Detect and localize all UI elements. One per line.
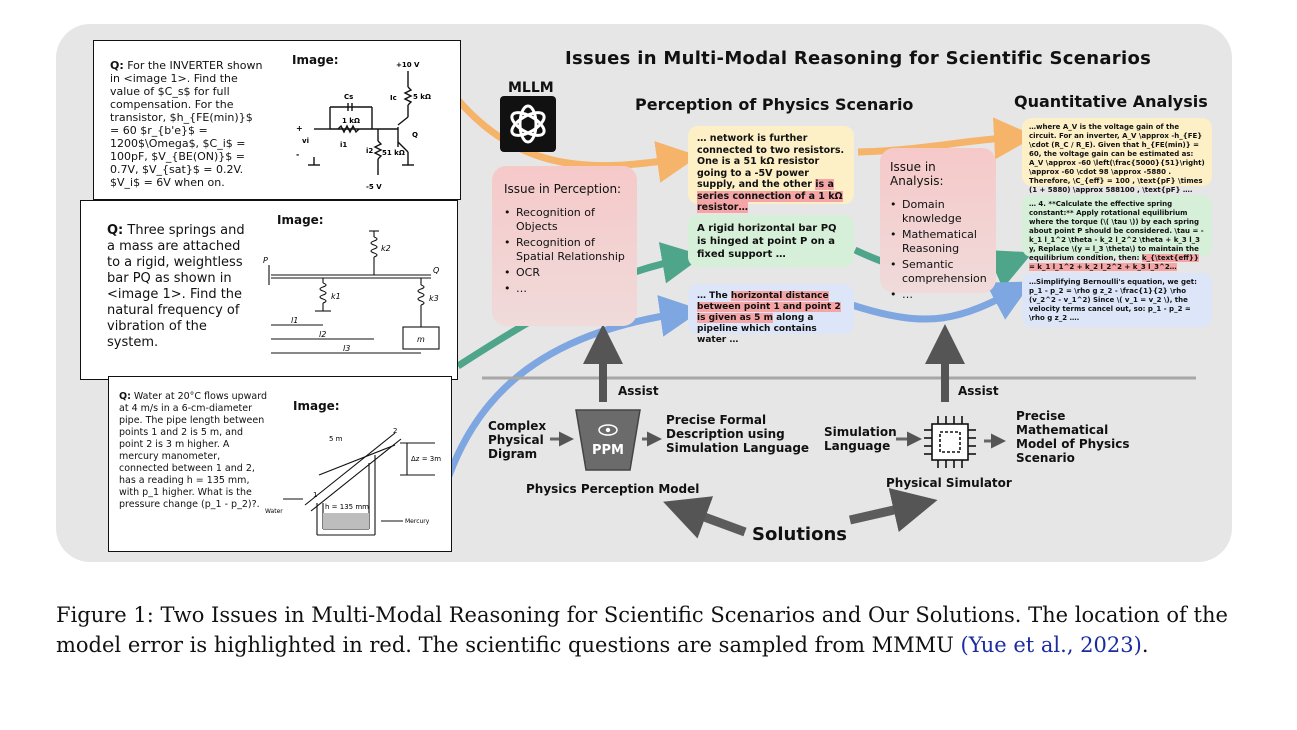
svg-text:5 m: 5 m (329, 435, 343, 443)
svg-text:5 kΩ: 5 kΩ (413, 93, 431, 101)
svg-text:k2: k2 (381, 244, 391, 253)
perception-bubble-circuit: … network is further connected to two re… (688, 126, 854, 213)
svg-text:Δz = 3m: Δz = 3m (411, 455, 441, 463)
svg-text:h = 135 mm: h = 135 mm (325, 503, 369, 511)
svg-text:+: + (296, 124, 303, 133)
issue-analysis-item: Domain knowledge (890, 198, 986, 226)
input-simulation-language: Simulation Language (824, 425, 897, 453)
orange-flow-arrow-1 (445, 85, 699, 183)
svg-text:Cs: Cs (344, 93, 353, 101)
ppm-box: PPM (575, 409, 641, 471)
output-mathematical-model: Precise Mathematical Model of Physics Sc… (1016, 409, 1130, 465)
springs-diagram: P Q k1 k2 k3 l1 l2 l3 m (263, 230, 440, 354)
svg-text:l2: l2 (319, 330, 326, 339)
orange-flow-arrow-2 (857, 117, 1036, 160)
svg-text:+10 V: +10 V (396, 61, 420, 69)
analysis-bubble-circuit: …where A_V is the voltage gain of the ci… (1022, 118, 1212, 194)
perception-bubble-pipe: … The horizontal distance between point … (688, 284, 854, 345)
svg-text:1 kΩ: 1 kΩ (342, 117, 360, 125)
blue-flow-arrow-2 (850, 281, 1033, 323)
svg-text:51 kΩ: 51 kΩ (382, 149, 405, 157)
ppm-name: Physics Perception Model (526, 482, 700, 496)
input-complex-diagram: Complex Physical Digram (488, 419, 547, 461)
output-formal-description: Precise Formal Description using Simulat… (666, 413, 810, 455)
svg-text:Q: Q (412, 131, 418, 139)
blue-flow-arrow-1 (434, 295, 702, 513)
diagram-title: Issues in Multi-Modal Reasoning for Scie… (565, 48, 1152, 69)
svg-text:P: P (263, 256, 268, 265)
question-text-1: Q: For the INVERTER shown in <image 1>. … (110, 59, 263, 189)
issue-analysis-item: Semantic comprehension (890, 258, 987, 286)
solutions-arrow-left (663, 496, 747, 539)
svg-text:l1: l1 (291, 316, 298, 325)
assist-label-left: Assist (618, 384, 659, 398)
analysis-bubble-springs: … 4. **Calculate the effective spring co… (1022, 195, 1212, 271)
issue-perception-item: Recognition of Spatial Relationship (504, 236, 625, 264)
svg-text:i2: i2 (366, 147, 373, 155)
solutions-arrow-right (848, 488, 938, 532)
question-card-springs: Q: Three springs and a mass are attached… (80, 200, 458, 380)
svg-text:k1: k1 (331, 292, 341, 301)
svg-text:k3: k3 (429, 294, 439, 303)
issue-analysis-item: … (890, 288, 986, 302)
svg-text:1: 1 (313, 491, 317, 499)
svg-text:l3: l3 (343, 344, 350, 353)
question-text-2: Q: Three springs and a mass are attached… (107, 223, 245, 350)
simulator-name: Physical Simulator (886, 476, 1012, 490)
svg-text:Water: Water (265, 508, 283, 515)
svg-text:Q: Q (433, 266, 439, 275)
svg-text:vi: vi (302, 137, 309, 145)
inverter-circuit: +10 V 5 kΩ Ic 1 kΩ 51 kΩ Q Cs i1 i2 vi +… (296, 61, 431, 191)
analysis-title: Quantitative Analysis (1014, 92, 1208, 111)
issue-perception-title: Issue in Perception: (504, 182, 622, 196)
question-text-3: Q: Water at 20°C flows upward at 4 m/s i… (119, 391, 268, 510)
perception-title: Perception of Physics Scenario (635, 95, 914, 114)
issue-analysis-title: Issue in Analysis: (890, 160, 944, 188)
issue-analysis-item: Mathematical Reasoning (890, 228, 986, 256)
svg-text:Mercury: Mercury (405, 518, 430, 525)
solutions-title: Solutions (752, 524, 847, 545)
pipe-manometer-diagram: 5 m Δz = 3m h = 135 mm Water Mercury 1 2 (265, 427, 441, 536)
issue-perception-item: Recognition of Objects (504, 206, 625, 234)
mllm-label: MLLM (508, 80, 554, 96)
image-label-3: Image: (293, 399, 340, 413)
image-label-1: Image: (292, 53, 339, 67)
issue-perception-item: OCR (504, 266, 625, 280)
issue-perception-item: … (504, 282, 625, 296)
svg-text:-: - (296, 150, 299, 159)
figure-caption: Figure 1: Two Issues in Multi-Modal Reas… (56, 603, 1228, 657)
svg-text:-5 V: -5 V (366, 183, 382, 191)
issue-in-analysis-box: Issue in Analysis: Domain knowledge Math… (880, 148, 996, 302)
svg-text:2: 2 (393, 427, 397, 435)
issue-in-perception-box: Issue in Perception: Recognition of Obje… (492, 166, 637, 326)
svg-text:i1: i1 (340, 141, 347, 149)
svg-text:Ic: Ic (390, 94, 397, 102)
analysis-bubble-pipe: …Simplifying Bernoulli's equation, we ge… (1022, 273, 1212, 327)
image-label-2: Image: (277, 213, 324, 227)
cpu-chip-icon (924, 416, 976, 468)
svg-text:m: m (417, 335, 425, 344)
svg-text:PPM: PPM (592, 443, 624, 458)
citation-link[interactable]: (Yue et al., 2023) (960, 633, 1142, 657)
assist-label-right: Assist (958, 384, 999, 398)
question-card-inverter: Q: For the INVERTER shown in <image 1>. … (93, 40, 461, 200)
openai-logo-icon (500, 96, 556, 152)
perception-bubble-springs: A rigid horizontal bar PQ is hinged at p… (688, 215, 854, 267)
question-card-water-pipe: Q: Water at 20°C flows upward at 4 m/s i… (108, 376, 452, 552)
